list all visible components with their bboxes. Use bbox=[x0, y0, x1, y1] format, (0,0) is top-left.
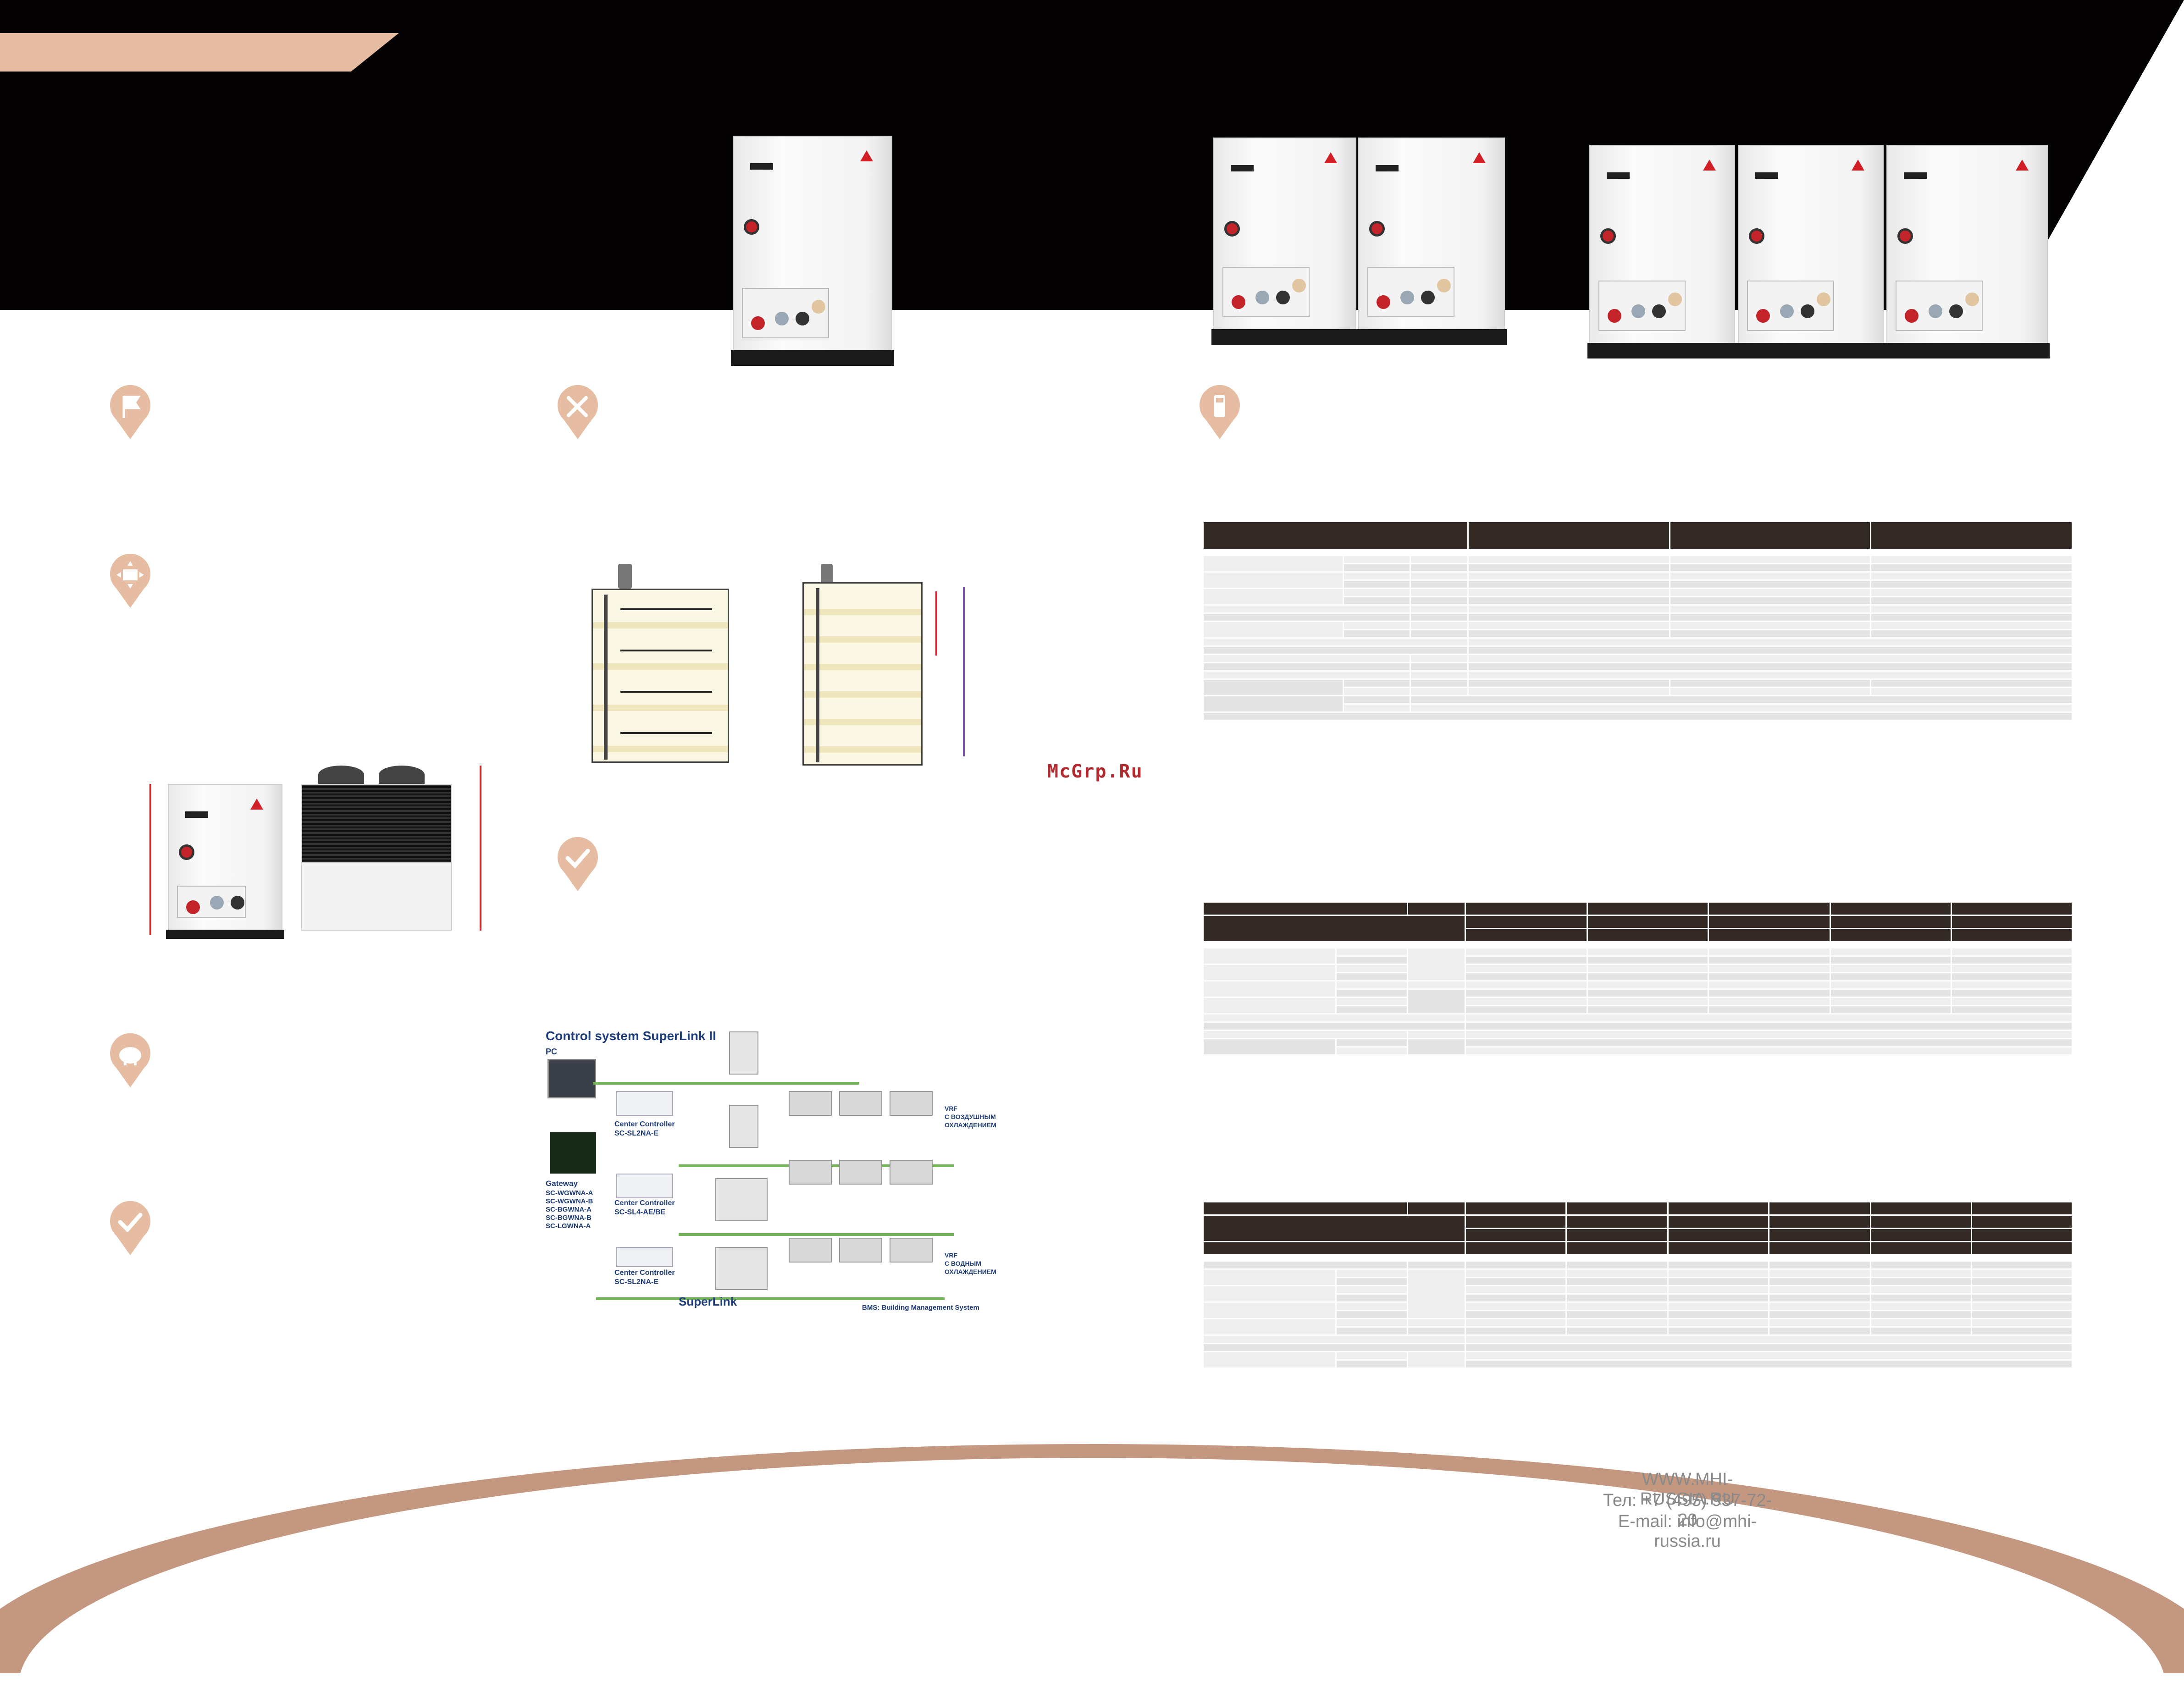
superlink-control-diagram: Control system SuperLink II PC Gateway S… bbox=[541, 1027, 1000, 1320]
phone-text: Тел: +7 (495) 937-72-20 bbox=[1603, 1491, 1772, 1530]
website-link[interactable]: WWW.MHI-RUSSIA.RU bbox=[1640, 1470, 1735, 1509]
gateway-model: SC-BGWNA-A bbox=[546, 1206, 592, 1213]
size-comparison-image bbox=[149, 761, 498, 944]
vrf-air-label: VRF bbox=[945, 1105, 957, 1112]
gateway-model: SC-WGWNA-B bbox=[546, 1197, 593, 1205]
piggy-bank-pin-icon bbox=[110, 1033, 150, 1087]
superlink-label: SuperLink bbox=[679, 1295, 737, 1308]
controller-device-icon bbox=[616, 1174, 673, 1198]
brand-logo-icon bbox=[860, 150, 873, 161]
spec-table-2 bbox=[1202, 901, 2073, 1056]
piping-diagram-right bbox=[798, 564, 981, 770]
controller-model: SC-SL4-AE/BE bbox=[614, 1208, 666, 1216]
spec-table-1 bbox=[1202, 521, 2073, 721]
brand-logo-icon bbox=[1703, 160, 1716, 171]
gateway-model: SC-WGWNA-A bbox=[546, 1189, 593, 1197]
controller-label: Center Controller bbox=[614, 1120, 675, 1128]
diagram-title: Control system SuperLink II bbox=[546, 1029, 716, 1043]
check-pin-icon bbox=[110, 1201, 150, 1255]
controller-device-icon bbox=[616, 1247, 673, 1267]
vrf-water-label: VRF bbox=[945, 1251, 957, 1259]
controller-model: SC-SL2NA-E bbox=[614, 1130, 659, 1137]
product-unit-triple-1 bbox=[1587, 145, 1737, 358]
controller-label: Center Controller bbox=[614, 1269, 675, 1277]
pc-label: PC bbox=[546, 1047, 558, 1056]
brand-logo-icon bbox=[1473, 152, 1486, 163]
gateway-model: SC-BGWNA-B bbox=[546, 1214, 592, 1222]
check-pin-icon bbox=[558, 837, 598, 891]
vrf-air-label: ОХЛАЖДЕНИЕМ bbox=[945, 1121, 996, 1129]
piping-diagram-left bbox=[582, 564, 738, 770]
expand-pin-icon bbox=[110, 554, 150, 608]
product-unit-double-right bbox=[1356, 138, 1507, 345]
controller-model: SC-SL2NA-E bbox=[614, 1278, 659, 1286]
vrf-air-label: С ВОЗДУШНЫМ bbox=[945, 1113, 996, 1120]
email-link[interactable]: E-mail: info@mhi-russia.ru bbox=[1618, 1512, 1757, 1551]
controller-device-icon bbox=[616, 1091, 673, 1116]
product-unit-triple-2 bbox=[1736, 145, 1885, 358]
watermark: McGrp.Ru bbox=[1047, 761, 1143, 782]
gateway-device-icon bbox=[550, 1132, 596, 1174]
vrf-water-label: ОХЛАЖДЕНИЕМ bbox=[945, 1268, 996, 1275]
flag-pin-icon bbox=[110, 385, 150, 439]
product-unit-double-left bbox=[1211, 138, 1358, 345]
spec-table-3 bbox=[1202, 1201, 2073, 1369]
brand-logo-icon bbox=[1852, 160, 1864, 171]
product-unit-triple-3 bbox=[1885, 145, 2050, 358]
bottom-white-curve bbox=[18, 1458, 2166, 1687]
vrf-water-label: С ВОДНЫМ bbox=[945, 1260, 981, 1267]
controller-label: Center Controller bbox=[614, 1199, 675, 1207]
brand-logo-icon bbox=[1324, 152, 1337, 163]
remote-pin-icon bbox=[1200, 385, 1240, 439]
laptop-icon bbox=[547, 1059, 596, 1098]
tools-pin-icon bbox=[558, 385, 598, 439]
gateway-label: Gateway bbox=[546, 1179, 578, 1188]
gateway-model: SC-LGWNA-A bbox=[546, 1222, 591, 1230]
product-unit-single bbox=[731, 136, 894, 366]
header-accent-tab bbox=[0, 33, 399, 72]
brand-logo-icon bbox=[2016, 160, 2029, 171]
bms-label: BMS: Building Management System bbox=[862, 1304, 979, 1312]
